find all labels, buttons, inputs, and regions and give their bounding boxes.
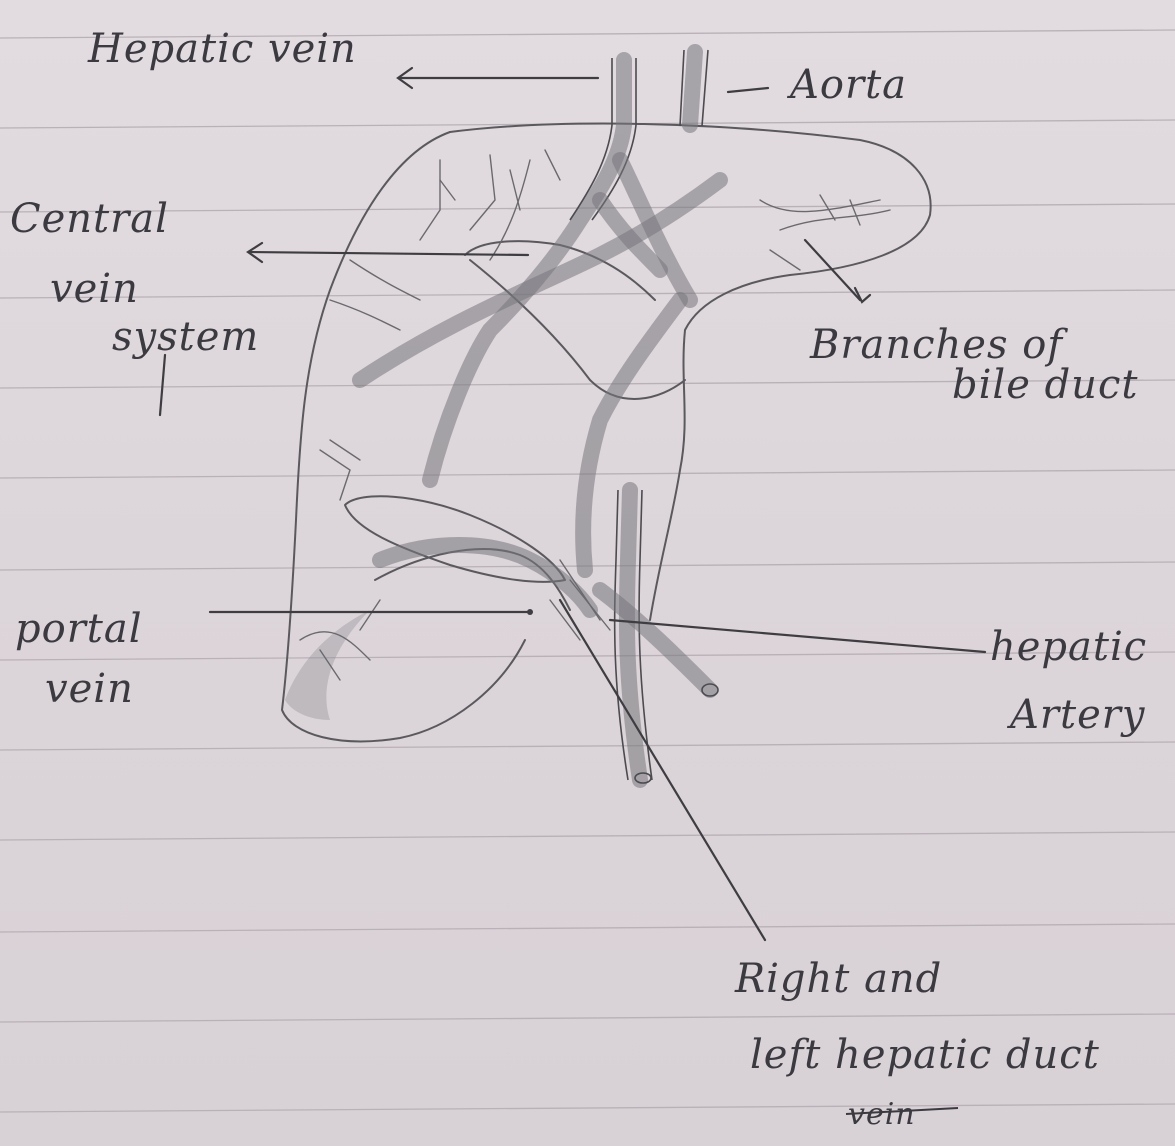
label-hepatic-artery-line2: Artery (1006, 692, 1146, 738)
label-ducts-line3-struck: vein (848, 1097, 916, 1132)
label-portal-vein-line1: portal (15, 606, 143, 652)
label-central-vein-line3: system (112, 314, 259, 360)
label-central-vein-line2: vein (50, 266, 139, 312)
label-ducts-line2: left hepatic duct (750, 1032, 1100, 1078)
aorta-vessel (360, 50, 720, 570)
label-aorta: Aorta (786, 62, 907, 108)
label-ducts-line1: Right and (734, 956, 942, 1002)
diagram-labels: Hepatic vein Aorta Central vein system B… (10, 26, 1147, 1132)
label-central-vein-line1: Central (10, 196, 169, 242)
label-hepatic-artery-line1: hepatic (990, 624, 1147, 670)
label-branches-line2: bile duct (952, 362, 1138, 408)
label-portal-vein-line2: vein (45, 666, 134, 712)
label-hepatic-vein: Hepatic vein (87, 26, 357, 72)
